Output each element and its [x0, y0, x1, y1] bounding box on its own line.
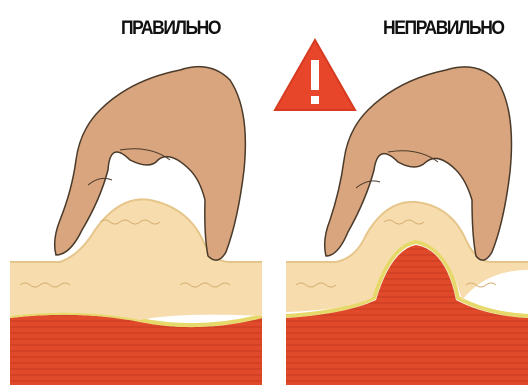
incorrect-illustration [266, 0, 531, 385]
correct-illustration [0, 0, 265, 385]
muscle-layer [10, 315, 262, 385]
